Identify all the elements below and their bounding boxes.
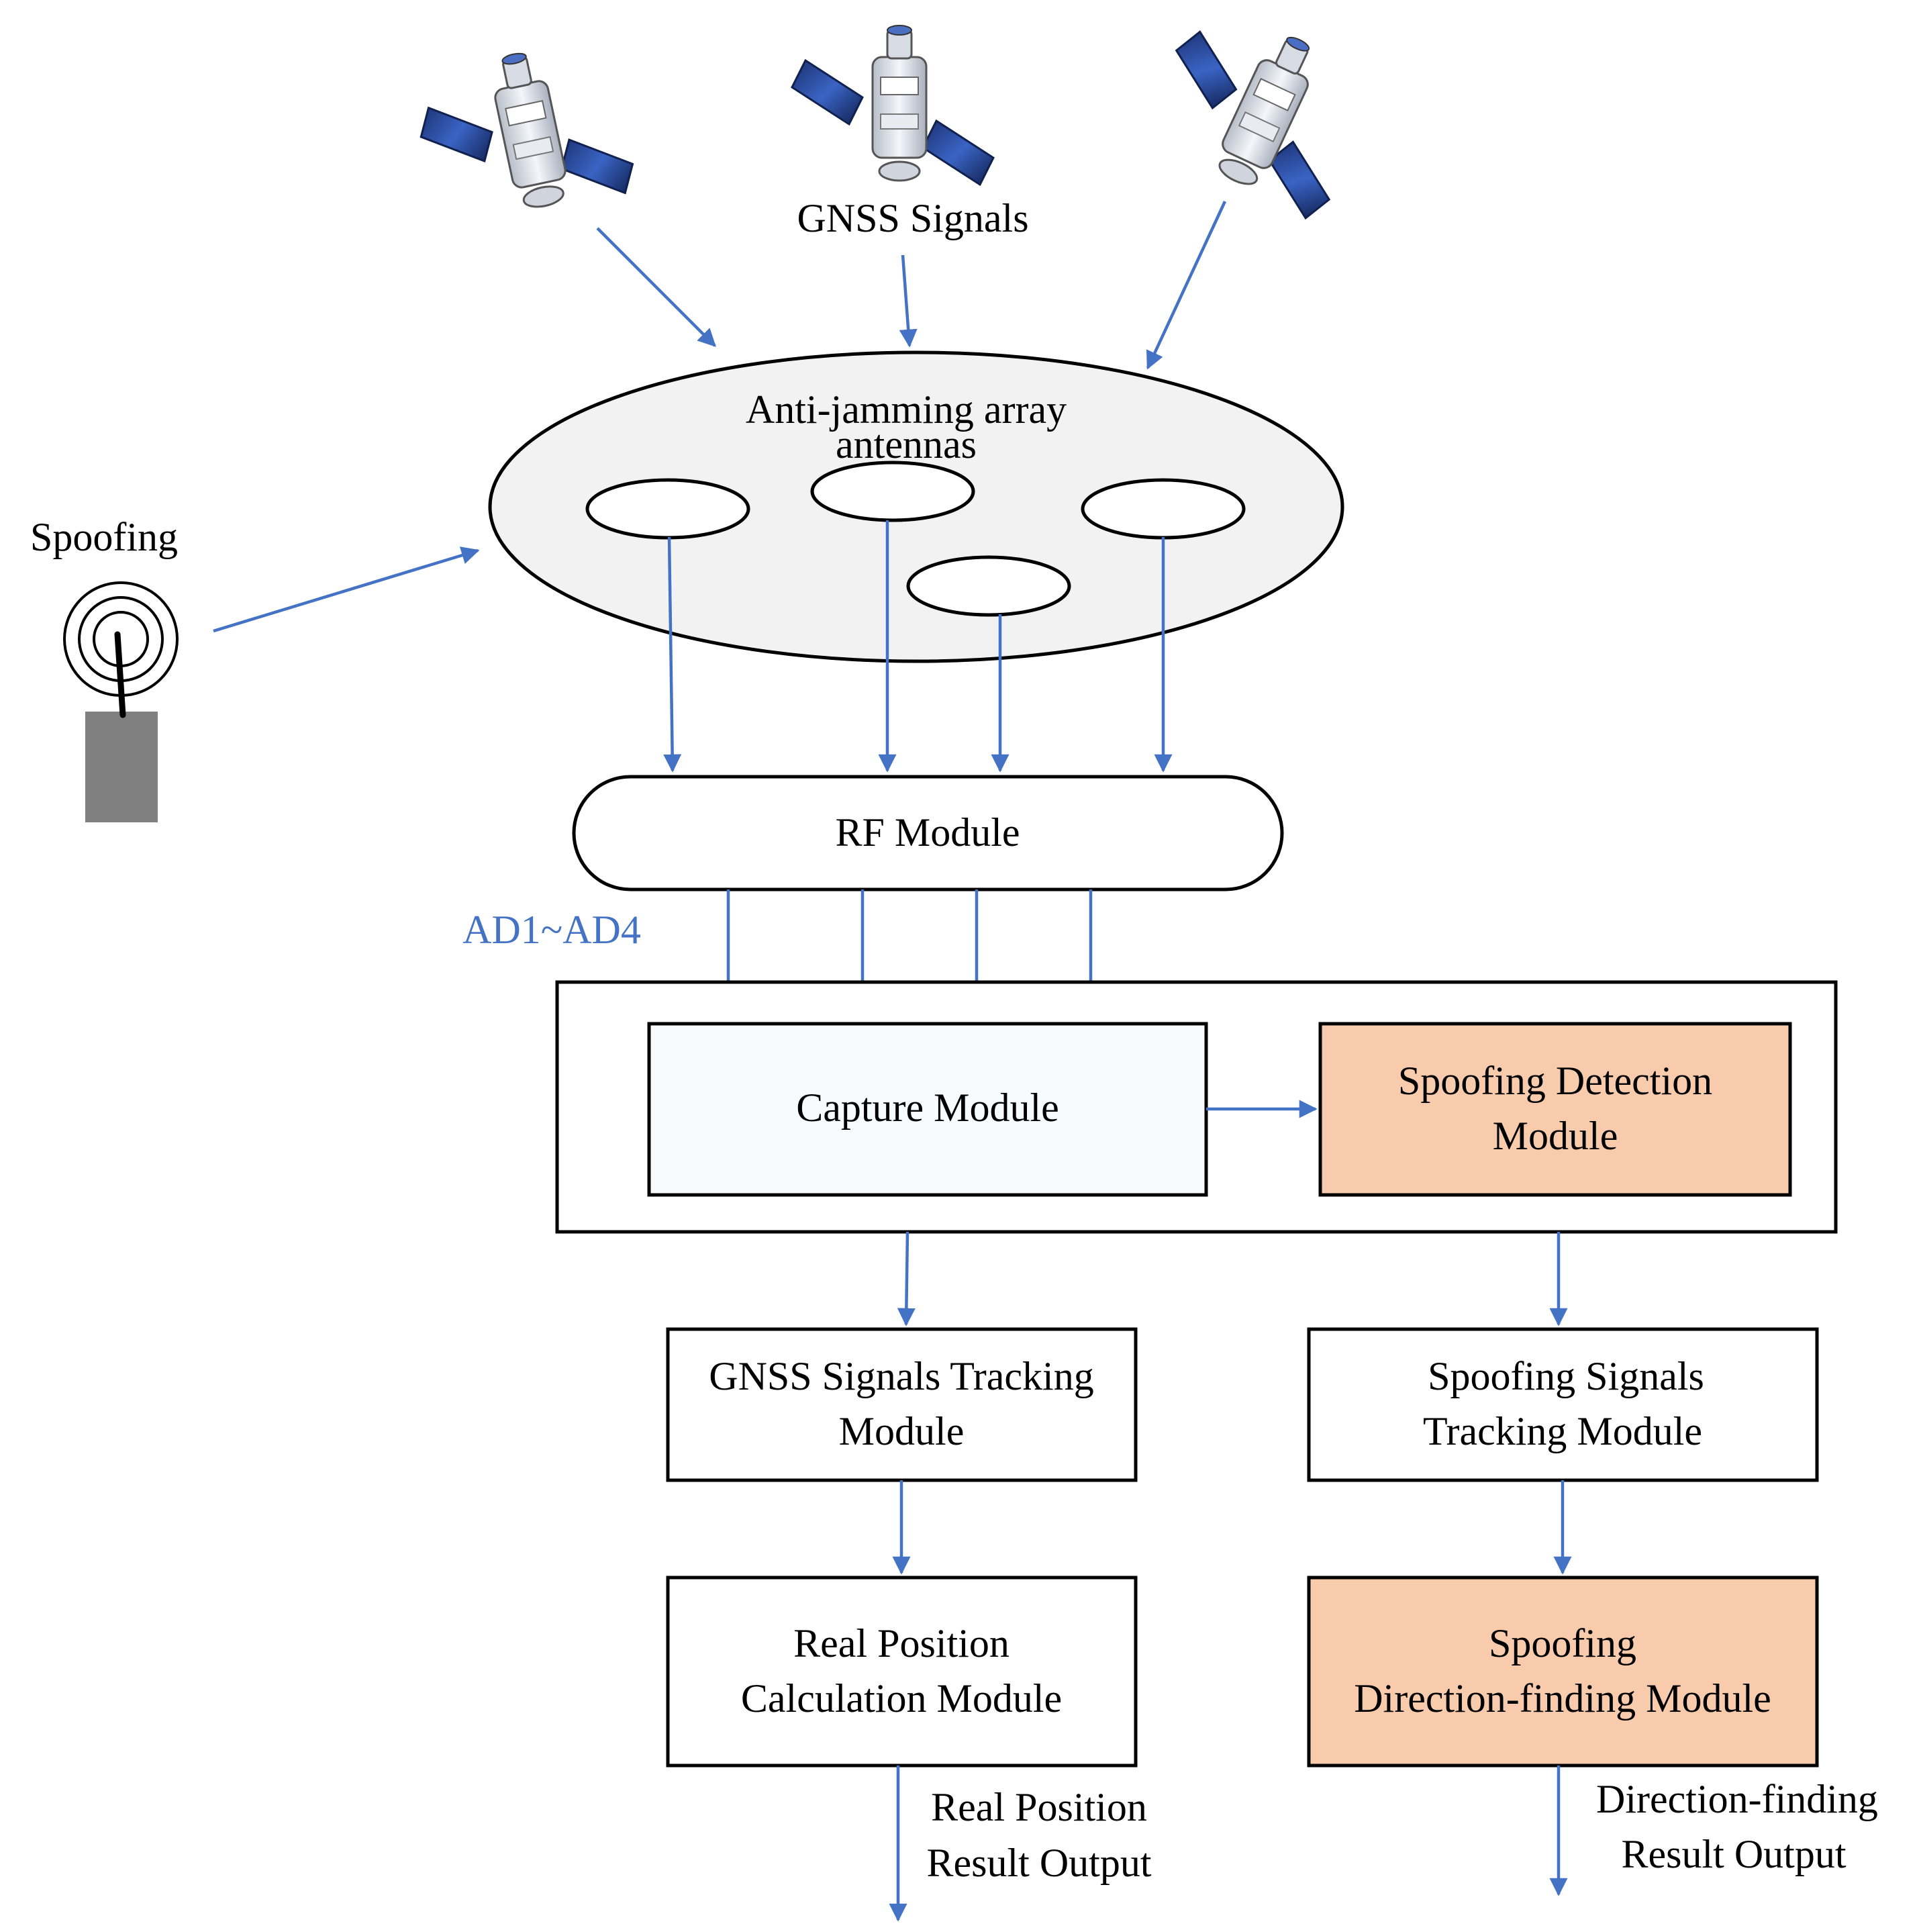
satellite-icon: [791, 24, 995, 186]
antenna-element-3: [1081, 478, 1246, 540]
real-position-output-line1: Real Position: [931, 1785, 1147, 1829]
real-position-calculation-module: Real Position Calculation Module: [666, 1576, 1138, 1768]
capture-module: Capture Module: [647, 1022, 1208, 1197]
antenna-array-label-line1: Anti-jamming array: [746, 387, 1067, 432]
direction-finding-label-line2: Direction-finding Module: [1354, 1676, 1771, 1721]
gnss-tracking-label-line2: Module: [839, 1409, 965, 1453]
arrow-antenna1-rf: [663, 536, 682, 773]
real-position-label-line1: Real Position: [793, 1621, 1010, 1665]
spoofing-tracking-label-line1: Spoofing Signals: [1428, 1354, 1704, 1398]
spoofing-transmitter-icon: [63, 581, 179, 822]
arrow-satellite-center: [899, 254, 918, 348]
spoofing-detection-label-line2: Module: [1493, 1114, 1618, 1158]
spoofing-tracking-label-line2: Tracking Module: [1423, 1409, 1702, 1453]
rf-module: RF Module: [572, 775, 1284, 891]
spoofing-direction-finding-module: Spoofing Direction-finding Module: [1307, 1576, 1819, 1768]
arrow-satellite-right: [1146, 201, 1227, 370]
antenna-element-4: [906, 555, 1071, 617]
gnss-tracking-label-line1: GNSS Signals Tracking: [709, 1354, 1093, 1398]
satellite-icon: [1134, 0, 1386, 225]
satellite-icon: [407, 34, 640, 234]
direction-output-line1: Direction-finding: [1596, 1777, 1878, 1821]
antenna-element-2: [810, 461, 975, 522]
antenna-element-1: [585, 478, 750, 540]
anti-jamming-array: Anti-jamming array antennas: [488, 350, 1344, 663]
arrow-satellite-left: [596, 227, 716, 347]
spoofing-label: Spoofing: [30, 515, 178, 559]
spoofing-detection-module: Spoofing Detection Module: [1318, 1022, 1792, 1197]
real-position-output-line2: Result Output: [926, 1841, 1151, 1885]
ad-channels-label: AD1~AD4: [462, 908, 641, 952]
gnss-signals-label: GNSS Signals: [797, 196, 1028, 240]
direction-finding-label-line1: Spoofing: [1489, 1621, 1636, 1665]
rf-module-label: RF Module: [835, 810, 1020, 855]
spoofing-signals-tracking-module: Spoofing Signals Tracking Module: [1307, 1327, 1819, 1482]
real-position-label-line2: Calculation Module: [741, 1676, 1062, 1721]
antenna-array-label-line2: antennas: [836, 422, 977, 467]
capture-module-label: Capture Module: [796, 1085, 1059, 1130]
direction-output-line2: Result Output: [1621, 1832, 1846, 1876]
arrow-spoofing-to-array: [213, 546, 480, 633]
gnss-signals-tracking-module: GNSS Signals Tracking Module: [666, 1327, 1138, 1482]
spoofing-detection-label-line1: Spoofing Detection: [1398, 1059, 1712, 1103]
arrow-to-gnss-tracking: [897, 1231, 916, 1326]
